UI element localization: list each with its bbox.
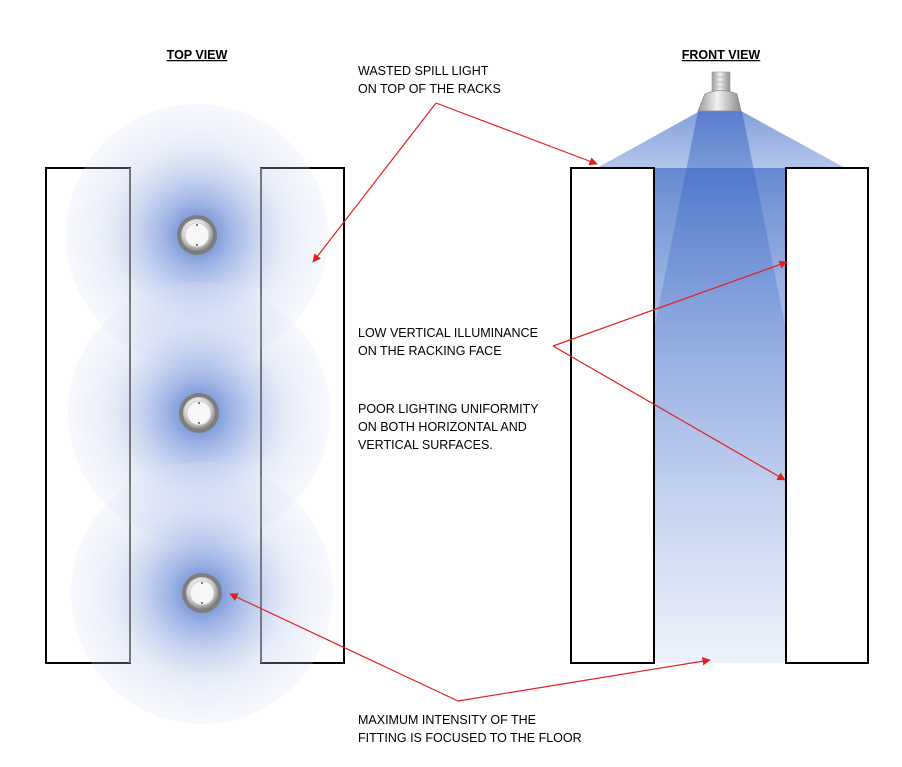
note-line: ON THE RACKING FACE — [358, 344, 502, 358]
top-view: TOP VIEW — [45, 48, 345, 724]
arrow-intensity-to-front-view — [457, 657, 711, 702]
front-view: FRONT VIEW — [570, 48, 869, 664]
annotation-low-vertical: LOW VERTICAL ILLUMINANCE ON THE RACKING F… — [358, 326, 538, 358]
note-line: MAXIMUM INTENSITY OF THE — [358, 713, 536, 727]
annotation-wasted-spill: WASTED SPILL LIGHT ON TOP OF THE RACKS — [358, 64, 501, 96]
right-rack-front — [785, 167, 869, 664]
left-rack-front — [570, 167, 655, 664]
light-fixture-icon — [182, 573, 222, 613]
note-line: ON TOP OF THE RACKS — [358, 82, 501, 96]
note-line: LOW VERTICAL ILLUMINANCE — [358, 326, 538, 340]
light-cone — [654, 111, 786, 663]
arrow-intensity-to-top-view — [229, 593, 459, 702]
leader-arrows — [229, 102, 788, 702]
top-view-heading: TOP VIEW — [167, 48, 228, 62]
annotation-poor-uniformity: POOR LIGHTING UNIFORMITY ON BOTH HORIZONT… — [358, 402, 539, 452]
arrow-vertical-lower — [552, 345, 786, 481]
note-line: FITTING IS FOCUSED TO THE FLOOR — [358, 731, 582, 745]
light-fixture-icon — [177, 215, 217, 255]
note-line: ON BOTH HORIZONTAL AND — [358, 420, 527, 434]
arrow-spill-to-front-view — [435, 102, 598, 166]
note-line: WASTED SPILL LIGHT — [358, 64, 489, 78]
high-bay-lamp-icon — [697, 71, 742, 112]
note-line: POOR LIGHTING UNIFORMITY — [358, 402, 539, 416]
front-view-heading: FRONT VIEW — [682, 48, 761, 62]
annotation-max-intensity: MAXIMUM INTENSITY OF THE FITTING IS FOCUS… — [358, 713, 582, 745]
arrow-spill-to-top-view — [312, 102, 437, 263]
note-line: VERTICAL SURFACES. — [358, 438, 493, 452]
arrow-vertical-upper — [552, 260, 788, 347]
light-fixture-icon — [179, 393, 219, 433]
